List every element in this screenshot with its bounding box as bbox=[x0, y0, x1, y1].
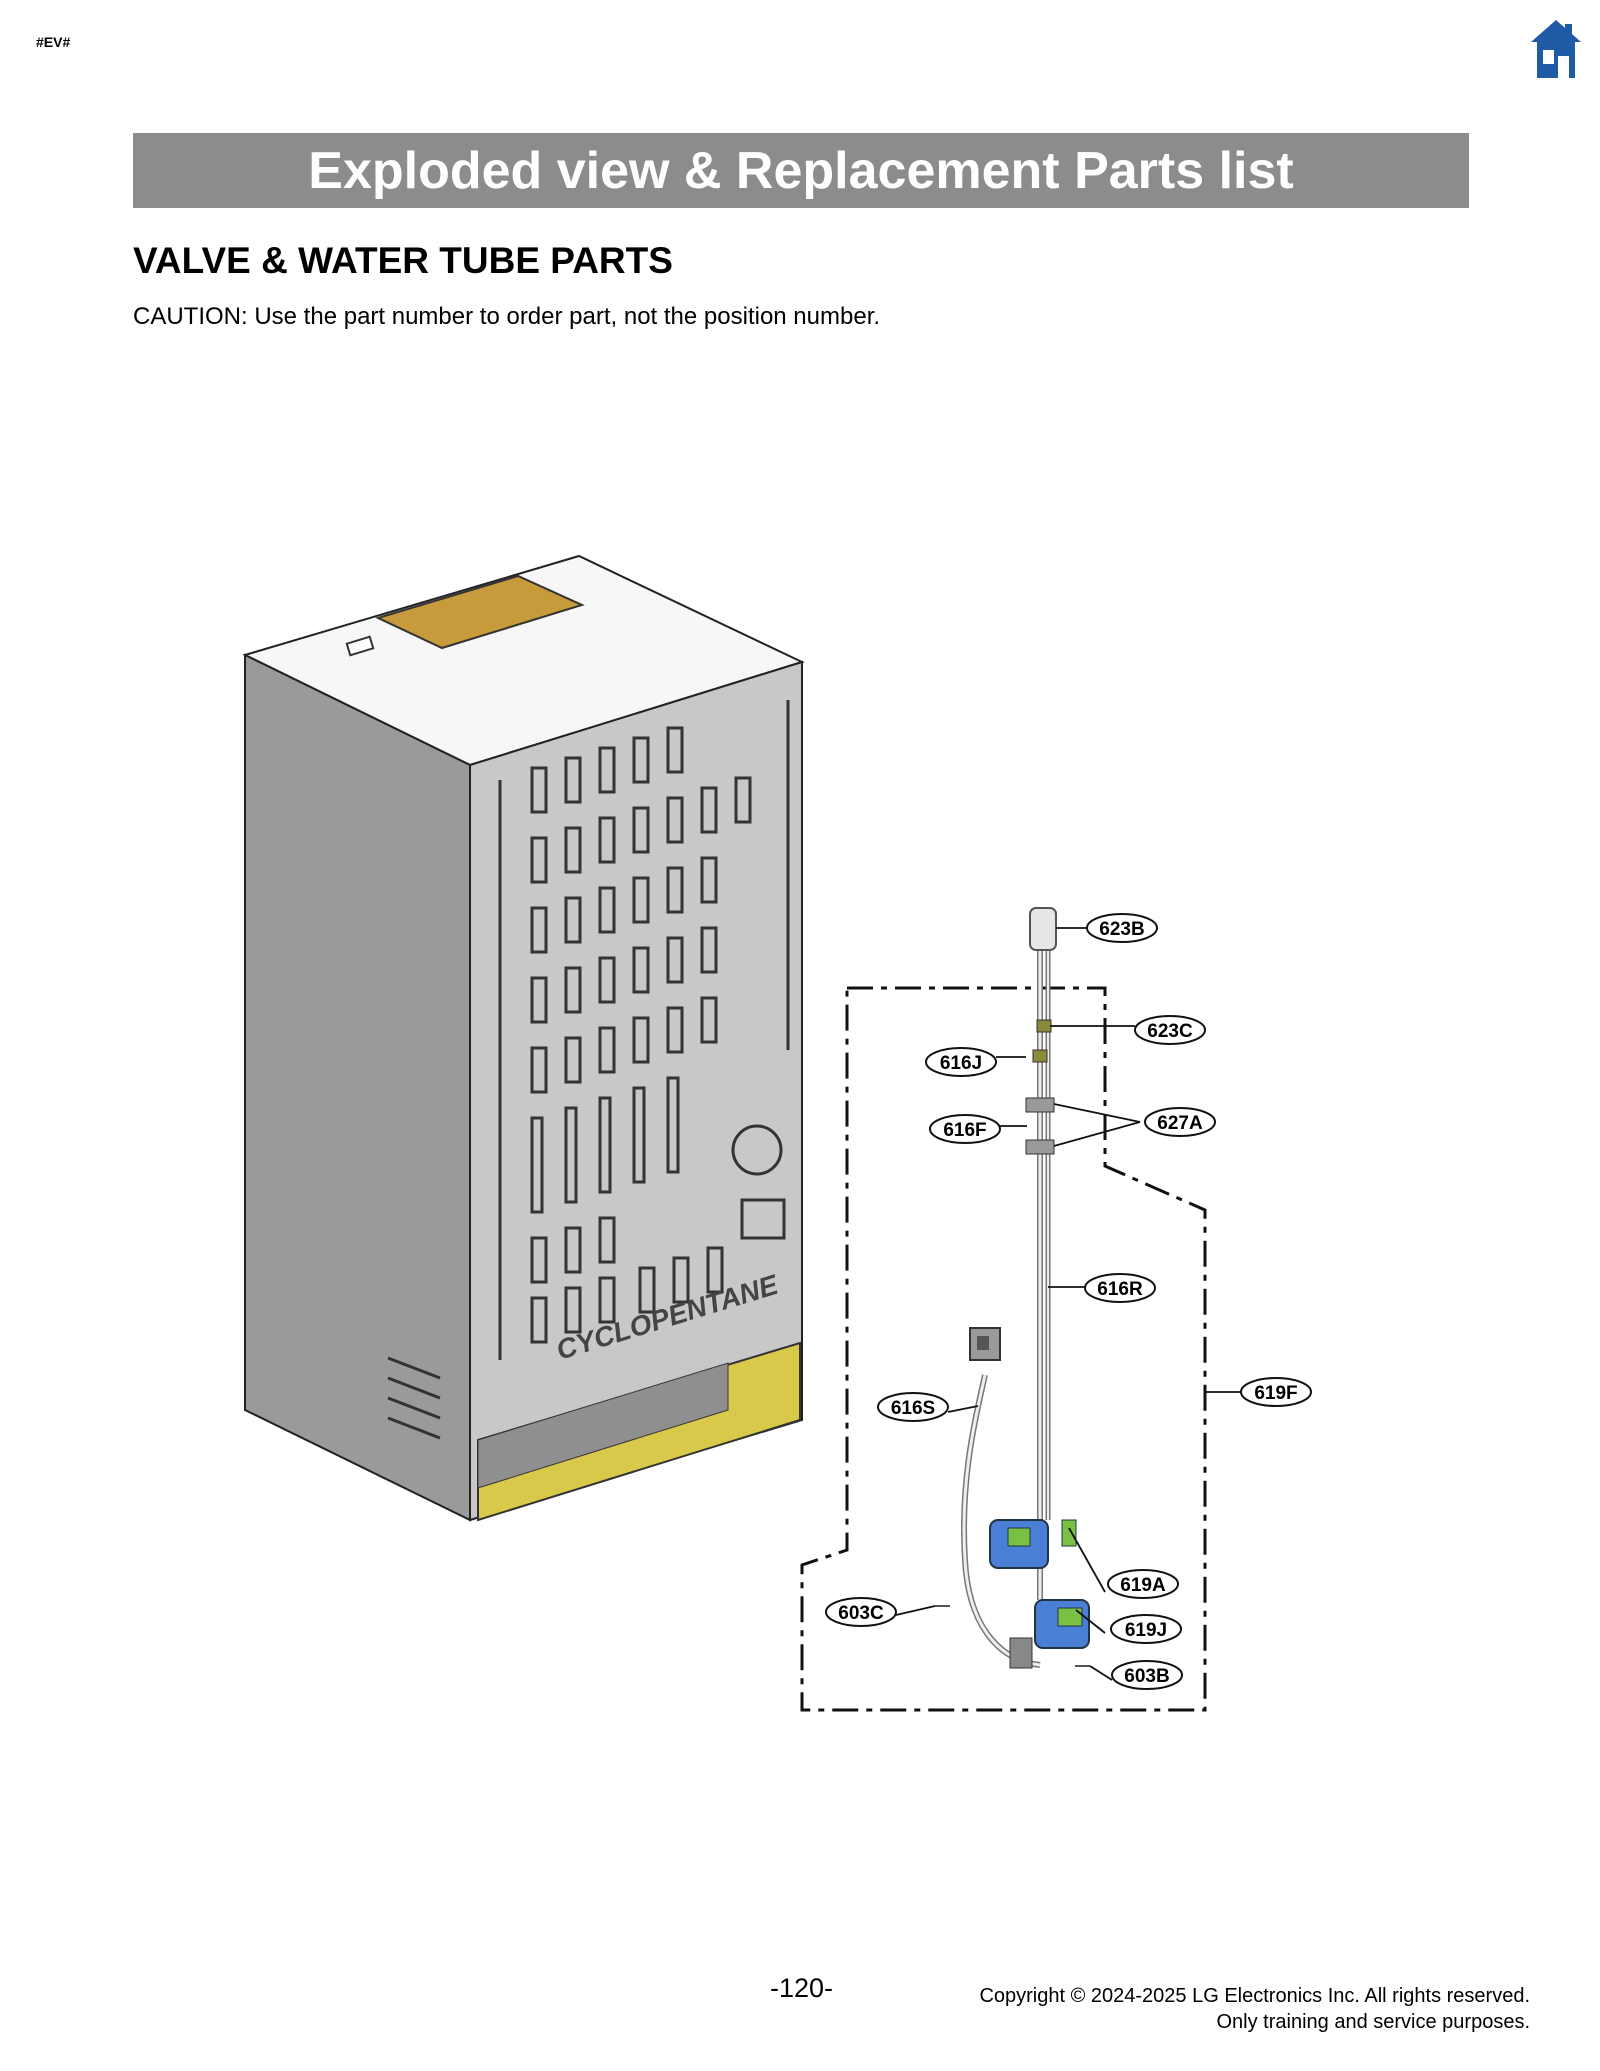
page-number: -120- bbox=[770, 1973, 834, 2003]
callout-leaders bbox=[895, 927, 1241, 1681]
caution-note: CAUTION: Use the part number to order pa… bbox=[133, 303, 881, 330]
callout-label: 603C bbox=[838, 1603, 884, 1624]
callout-labels: 623B 623C 616J 616F 627A 616R 619F 616S … bbox=[825, 913, 1312, 1690]
assembly-boundary bbox=[800, 986, 1207, 1712]
callout-bubble bbox=[1086, 913, 1158, 943]
callout-label: 616R bbox=[1097, 1279, 1143, 1300]
callout-label: 619J bbox=[1125, 1620, 1167, 1641]
callout-bubble bbox=[1110, 1614, 1182, 1644]
callout-bubble bbox=[1107, 1569, 1179, 1599]
callout-bubble bbox=[1240, 1377, 1312, 1407]
document-tag: #EV# bbox=[36, 34, 71, 50]
callout-label: 616J bbox=[940, 1053, 982, 1074]
back-panel-pattern bbox=[498, 700, 790, 1360]
callout-label: 627A bbox=[1157, 1113, 1203, 1134]
callout-bubble bbox=[1111, 1660, 1183, 1690]
callout-label: 616S bbox=[891, 1398, 935, 1419]
callout-bubble bbox=[929, 1114, 1001, 1144]
callout-bubble bbox=[1144, 1107, 1216, 1137]
copyright-line: Copyright © 2024-2025 LG Electronics Inc… bbox=[979, 1985, 1530, 2007]
callout-label: 623B bbox=[1099, 919, 1144, 940]
callout-bubble bbox=[825, 1597, 897, 1627]
section-title: VALVE & WATER TUBE PARTS bbox=[133, 240, 673, 281]
callout-label: 623C bbox=[1147, 1021, 1193, 1042]
callout-bubble bbox=[1134, 1015, 1206, 1045]
callout-bubble bbox=[925, 1047, 997, 1077]
banner-title: Exploded view & Replacement Parts list bbox=[308, 141, 1294, 200]
home-icon[interactable] bbox=[1529, 18, 1583, 80]
cabinet-back bbox=[469, 660, 803, 1522]
page-banner: Exploded view & Replacement Parts list bbox=[133, 133, 1469, 208]
callout-label: 619F bbox=[1254, 1383, 1297, 1404]
usage-note: Only training and service purposes. bbox=[1216, 2011, 1531, 2033]
cabinet-base-panel bbox=[477, 1362, 729, 1489]
vent-slots bbox=[387, 1356, 441, 1440]
water-tube-assembly bbox=[935, 907, 1090, 1669]
callout-bubble bbox=[877, 1392, 949, 1422]
top-opening bbox=[345, 635, 375, 657]
top-cover-component bbox=[375, 574, 585, 650]
copyright-notice: Copyright © 2024-2025 LG Electronics Inc… bbox=[979, 1983, 1530, 2035]
callout-label: 619A bbox=[1120, 1575, 1166, 1596]
refrigerator-cabinet: CYCLOPENTANE bbox=[242, 554, 805, 1522]
cabinet-side bbox=[244, 653, 471, 1522]
callout-label: 603B bbox=[1124, 1666, 1169, 1687]
callout-label: 616F bbox=[943, 1120, 986, 1141]
callout-bubble bbox=[1084, 1273, 1156, 1303]
